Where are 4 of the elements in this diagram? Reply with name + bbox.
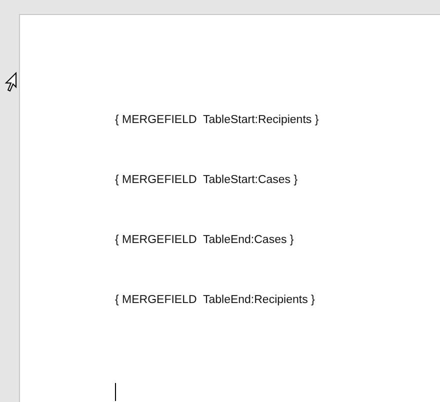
merge-field-code: { MERGEFIELD TableEnd:Recipients } xyxy=(115,294,315,306)
merge-field-code: { MERGEFIELD TableEnd:Cases } xyxy=(115,234,294,246)
merge-field-code: { MERGEFIELD TableStart:Recipients } xyxy=(115,114,319,126)
merge-field-code: { MERGEFIELD TableStart:Cases } xyxy=(115,174,298,186)
